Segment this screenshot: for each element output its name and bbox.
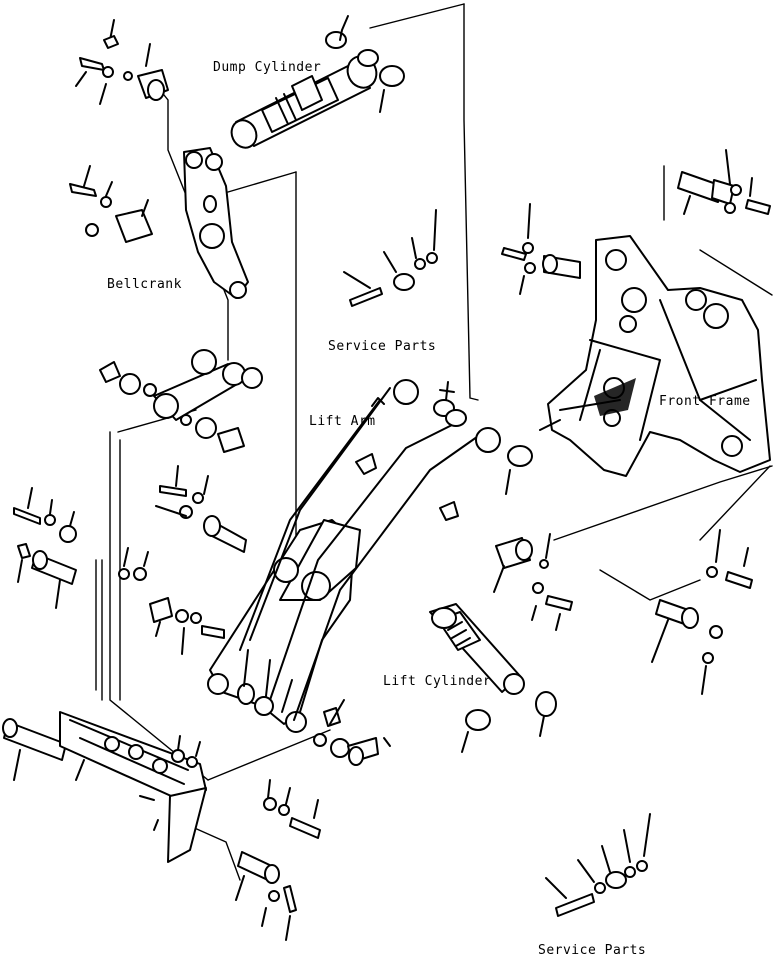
service-parts-bottom-label: Service Parts	[538, 943, 647, 958]
bellcrank	[183, 147, 249, 299]
pin-set-bellcrank	[69, 165, 153, 243]
pin-set-front-frame	[501, 149, 771, 295]
service-parts-top-group	[343, 209, 438, 307]
dump-link	[99, 349, 263, 453]
pin-set-lift-arm	[118, 465, 247, 655]
pin-set-upper-left	[75, 19, 169, 105]
bucket-link-area	[2, 711, 207, 863]
pin-set-lift-arm-lower	[237, 649, 391, 766]
lift-arm-label: Lift Arm	[309, 414, 376, 429]
dump-cylinder-label: Dump Cylinder	[213, 60, 322, 75]
bellcrank-label: Bellcrank	[107, 277, 182, 292]
lift-cylinder-label: Lift Cylinder	[383, 674, 492, 689]
front-frame	[539, 235, 771, 477]
washer-set-lift-arm-top	[433, 381, 467, 427]
service-parts-top-label: Service Parts	[328, 339, 437, 354]
dump-cylinder	[230, 15, 405, 149]
reference-lines	[95, 3, 773, 881]
service-parts-bottom-group	[545, 813, 651, 917]
pin-set-left	[13, 487, 77, 609]
pin-set-lower-center	[235, 779, 321, 941]
pin-set-lift-cylinder	[493, 529, 753, 695]
lift-cylinder	[429, 445, 557, 753]
front-frame-label: Front Frame	[659, 394, 751, 409]
